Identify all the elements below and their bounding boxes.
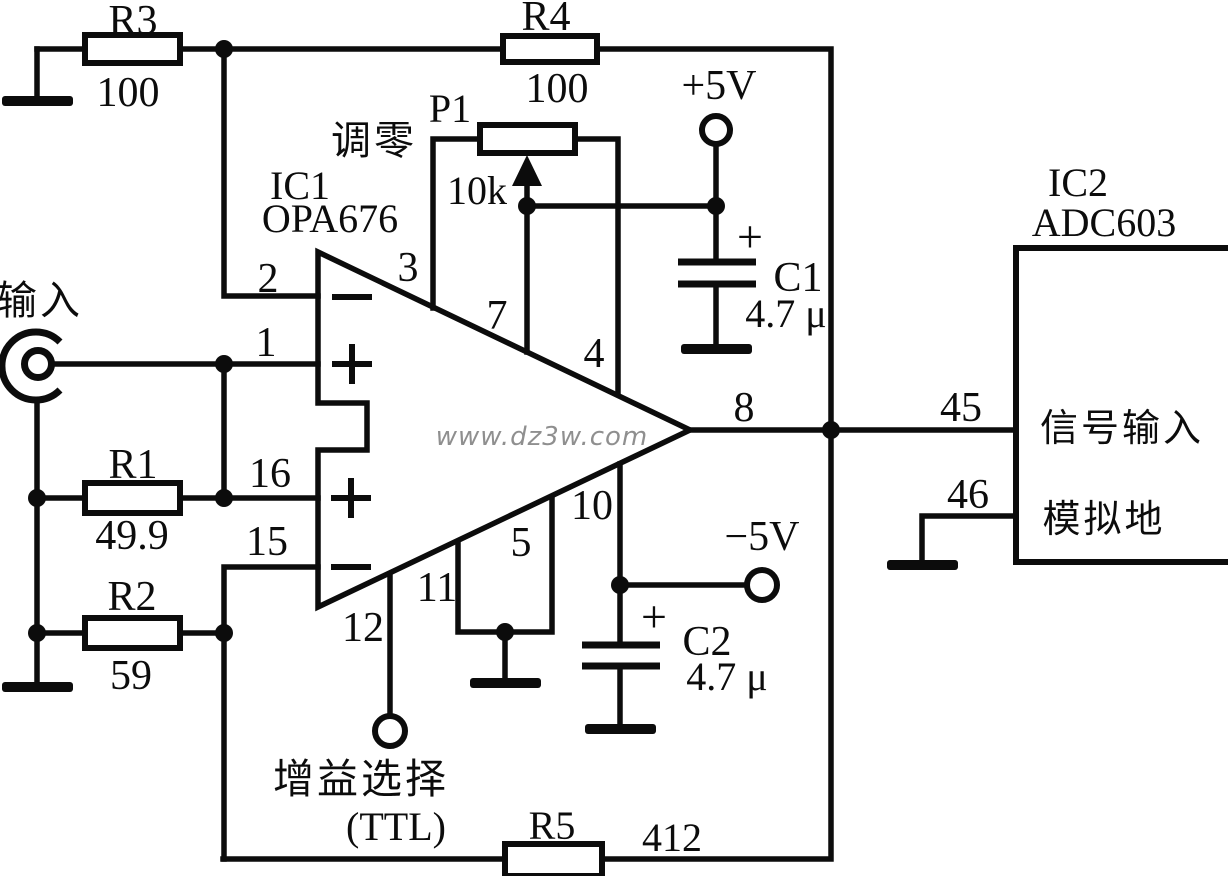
label-ic1: IC1	[270, 163, 330, 208]
label-ic2: IC2	[1048, 160, 1108, 205]
ground-icon	[585, 724, 656, 734]
label-analog-ground: 模拟地	[1042, 499, 1165, 541]
pin-label-3: 3	[398, 245, 419, 291]
label-zero-adjust: 调零	[331, 118, 417, 163]
resistor-r5-body	[502, 841, 605, 876]
label-gain-select-ttl: (TTL)	[346, 804, 446, 849]
label-ic2-part: ADC603	[1032, 200, 1176, 245]
wire-pin3-p1	[430, 136, 483, 311]
input-connector-icon	[0, 328, 63, 404]
ground-icon	[681, 344, 752, 354]
wire-46-ground	[919, 513, 1019, 565]
junction-dot	[28, 624, 46, 642]
value-r2: 59	[110, 653, 152, 699]
value-r3: 100	[97, 70, 160, 116]
pin-label-46: 46	[947, 472, 989, 518]
pin-label-15: 15	[246, 519, 288, 565]
resistor-r3-body	[82, 32, 183, 66]
pin-label-8: 8	[734, 385, 755, 431]
label-signal-input: 信号输入	[1040, 408, 1204, 450]
ground-icon	[2, 682, 73, 692]
ground-icon	[887, 560, 958, 570]
ground-icon	[470, 678, 541, 688]
pin-label-45: 45	[940, 385, 982, 431]
value-p1: 10k	[447, 168, 507, 213]
opamp-input-marks	[331, 294, 372, 570]
value-c1: 4.7 μ	[745, 291, 826, 336]
junction-dot	[496, 623, 514, 641]
junction-dots	[28, 40, 840, 642]
pin-label-11: 11	[417, 565, 457, 611]
pin-label-10: 10	[571, 483, 613, 529]
c2-polarity-mark: +	[641, 591, 667, 642]
ic2-box	[1013, 245, 1228, 565]
wire-pin15	[221, 564, 321, 862]
label-input: 输入	[0, 278, 83, 323]
resistor-r4-body	[500, 33, 600, 65]
pin-label-1: 1	[256, 320, 277, 366]
wire-p1-pin4	[572, 136, 621, 397]
wire-pin2	[221, 46, 321, 299]
plus5v-terminal-icon	[699, 113, 733, 147]
potentiometer-p1-body	[477, 122, 578, 156]
label-r5: R5	[529, 803, 576, 848]
opamp-triangle	[315, 247, 697, 612]
junction-dot	[822, 421, 840, 439]
value-r4: 100	[526, 66, 589, 112]
value-r1: 49.9	[95, 513, 169, 559]
gain-select-terminal-icon	[372, 713, 408, 749]
junction-dot	[611, 576, 629, 594]
watermark: www.dz3w.com	[436, 422, 648, 452]
label-r3: R3	[108, 0, 157, 44]
label-gain-select: 增益选择	[273, 756, 449, 802]
label-minus5v: −5V	[724, 514, 799, 560]
value-c2: 4.7 μ	[686, 654, 767, 699]
pin-label-7: 7	[487, 293, 508, 339]
label-plus5v: +5V	[681, 63, 756, 109]
value-r5: 412	[642, 815, 702, 860]
junction-dot	[215, 355, 233, 373]
pin-label-12: 12	[342, 605, 384, 651]
label-r2: R2	[107, 574, 156, 620]
junction-dot	[215, 489, 233, 507]
junction-dot	[518, 197, 536, 215]
label-p1: P1	[429, 86, 471, 131]
resistor-r2-body	[82, 615, 183, 651]
junction-dot	[215, 40, 233, 58]
capacitor-plates	[582, 258, 756, 670]
resistor-bodies	[82, 32, 605, 876]
junction-dot	[28, 489, 46, 507]
junction-dot	[215, 624, 233, 642]
label-ic1-part: OPA676	[262, 196, 398, 241]
ground-icon	[2, 96, 73, 106]
ground-symbols	[2, 96, 958, 734]
terminals	[372, 113, 780, 749]
p1-wiper-arrow-icon	[512, 155, 542, 186]
pin-label-4: 4	[584, 331, 605, 377]
pin-label-5: 5	[511, 520, 532, 566]
label-r1: R1	[108, 442, 157, 488]
minus5v-terminal-icon	[744, 567, 780, 603]
c1-polarity-mark: +	[737, 211, 763, 262]
label-c1: C1	[773, 255, 822, 301]
pin-label-2: 2	[258, 256, 279, 302]
label-r4: R4	[521, 0, 570, 40]
pin-label-16: 16	[249, 451, 291, 497]
resistor-r1-body	[82, 480, 183, 516]
junction-dot	[707, 197, 725, 215]
label-c2: C2	[682, 619, 731, 665]
